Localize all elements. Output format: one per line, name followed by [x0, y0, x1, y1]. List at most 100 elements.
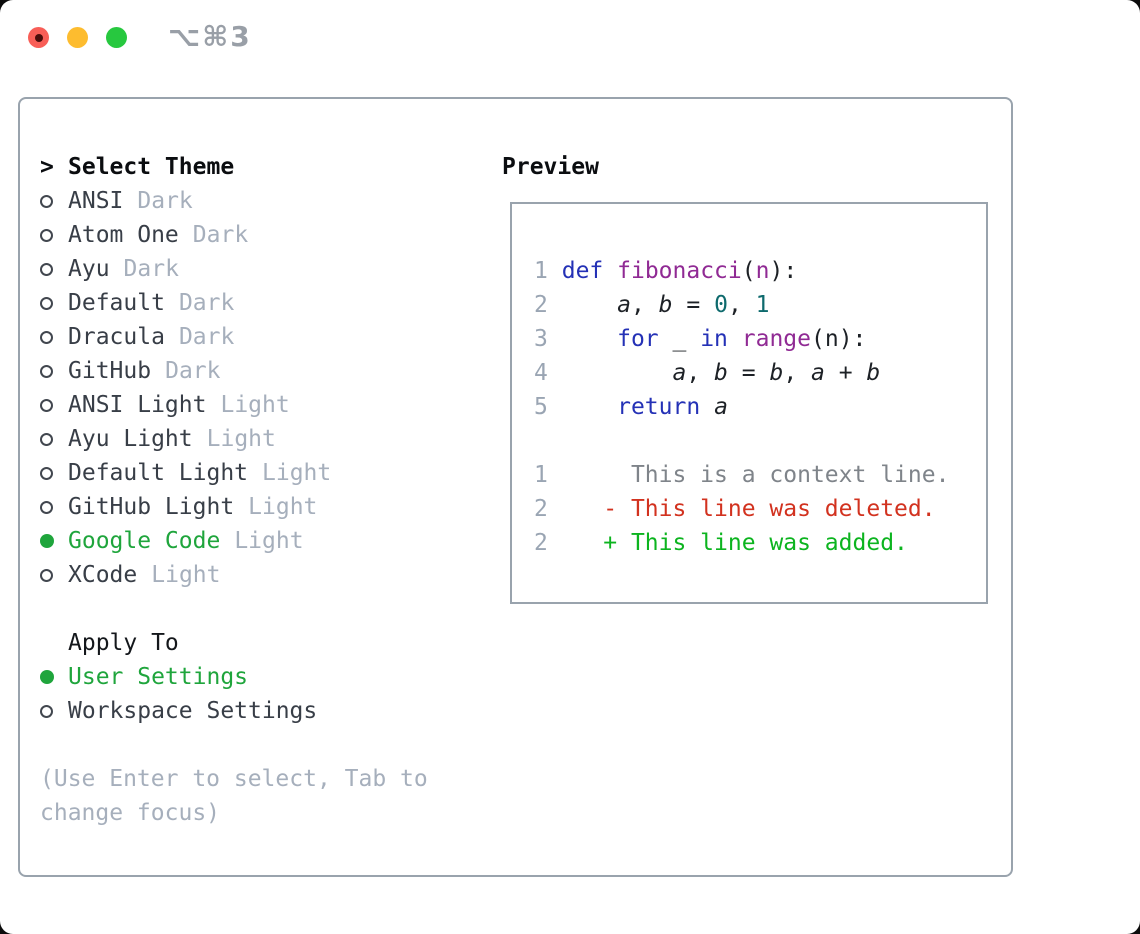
theme-option-label: Google Code — [68, 528, 221, 554]
code-token: ): — [769, 258, 798, 284]
theme-variant-label: Dark — [123, 256, 179, 282]
apply-to-title: Apply To — [68, 630, 179, 656]
line-number: 3 — [534, 326, 548, 352]
line-number: 4 — [534, 360, 548, 386]
theme-variant-label: Dark — [178, 324, 235, 350]
code-token — [728, 326, 742, 352]
theme-option-label: ANSI — [68, 188, 124, 214]
line-number: 2 — [534, 530, 548, 556]
close-button[interactable] — [28, 27, 49, 48]
code-token — [548, 292, 617, 318]
theme-variant-label: Light — [220, 392, 290, 418]
radio-icon — [40, 296, 53, 310]
code-token — [548, 258, 562, 284]
code-token: fibonacci — [617, 258, 742, 284]
radio-icon — [40, 466, 53, 480]
theme-option-label: Ayu — [68, 256, 110, 282]
code-token: 0 — [714, 292, 728, 318]
preview-title: Preview — [502, 154, 599, 180]
code-token: + This line was added. — [547, 530, 908, 556]
theme-option-ayu-light[interactable]: Ayu Light Light — [20, 422, 490, 456]
apply-option-workspace-settings[interactable]: Workspace Settings — [20, 694, 490, 728]
theme-option-label: Ayu Light — [68, 426, 193, 452]
zoom-button[interactable] — [106, 27, 127, 48]
code-token — [603, 258, 617, 284]
code-token: range — [741, 326, 812, 352]
close-button-dot-icon — [34, 33, 43, 42]
theme-option-label: Atom One — [68, 222, 179, 248]
code-token: ( — [741, 258, 756, 284]
theme-option-label: ANSI Light — [68, 392, 207, 418]
code-token — [548, 360, 673, 386]
radio-icon — [40, 398, 53, 412]
theme-variant-label: Dark — [178, 290, 235, 316]
preview-code-line: 2 + This line was added. — [534, 526, 986, 560]
theme-variant-label: Light — [234, 528, 304, 554]
line-number: 1 — [534, 258, 548, 284]
theme-option-ansi-light[interactable]: ANSI Light Light — [20, 388, 490, 422]
radio-icon — [40, 704, 53, 718]
code-token: for — [617, 326, 659, 352]
preview-code-line: 4 a, b = b, a + b — [534, 356, 986, 390]
theme-option-default-dark[interactable]: Default Dark — [20, 286, 490, 320]
preview-code-line: 2 - This line was deleted. — [534, 492, 986, 526]
theme-option-default-light[interactable]: Default Light Light — [20, 456, 490, 490]
theme-variant-label: Dark — [165, 358, 221, 384]
line-number: 5 — [534, 394, 548, 420]
window-shortcut-label: ⌥⌘3 — [168, 20, 252, 53]
code-token: , — [630, 292, 659, 318]
theme-list-title: Select Theme — [68, 154, 235, 180]
code-token: return — [617, 394, 701, 420]
theme-list-header: > Select Theme — [20, 150, 490, 184]
code-token — [548, 326, 617, 352]
code-token: b — [658, 292, 673, 318]
code-token: b — [714, 360, 728, 386]
line-number: 1 — [534, 462, 548, 488]
theme-variant-label: Dark — [192, 222, 249, 248]
code-token: + — [824, 360, 867, 386]
theme-option-dracula-dark[interactable]: Dracula Dark — [20, 320, 490, 354]
minimize-button[interactable] — [67, 27, 88, 48]
apply-option-user-settings[interactable]: User Settings — [20, 660, 490, 694]
radio-icon — [40, 194, 53, 208]
theme-option-label: Default — [68, 290, 165, 316]
radio-icon — [40, 330, 53, 344]
apply-option-label: Workspace Settings — [68, 698, 318, 724]
preview-code-line: 3 for _ in range(n): — [534, 322, 986, 356]
code-token: a — [714, 394, 728, 420]
theme-option-label: GitHub Light — [68, 494, 235, 520]
code-token: n — [755, 258, 770, 284]
theme-variant-label: Light — [262, 460, 332, 486]
theme-option-ayu-dark[interactable]: Ayu Dark — [20, 252, 490, 286]
apply-option-label: User Settings — [68, 664, 249, 690]
theme-option-label: Default Light — [68, 460, 249, 486]
code-token: , — [727, 292, 756, 318]
code-token: a — [672, 360, 687, 386]
theme-variant-label: Light — [206, 426, 276, 452]
code-token: in — [700, 326, 728, 352]
radio-icon — [40, 262, 53, 276]
preview-code-line: 2 a, b = 0, 1 — [534, 288, 986, 322]
apply-to-header-row: Apply To — [20, 626, 490, 660]
code-token: , — [686, 360, 715, 386]
radio-icon — [40, 568, 53, 582]
theme-option-label: Dracula — [68, 324, 165, 350]
code-token: , — [783, 360, 812, 386]
theme-option-atom-one-dark[interactable]: Atom One Dark — [20, 218, 490, 252]
window-titlebar: ⌥⌘3 — [0, 0, 1140, 76]
code-token: a — [617, 292, 631, 318]
code-token: b — [769, 360, 784, 386]
code-token: - This line was deleted. — [547, 496, 936, 522]
code-token: b — [866, 360, 881, 386]
radio-selected-icon — [40, 670, 54, 684]
theme-option-google-code[interactable]: Google Code Light — [20, 524, 490, 558]
keyboard-hint: (Use Enter to select, Tab to change focu… — [40, 766, 428, 826]
